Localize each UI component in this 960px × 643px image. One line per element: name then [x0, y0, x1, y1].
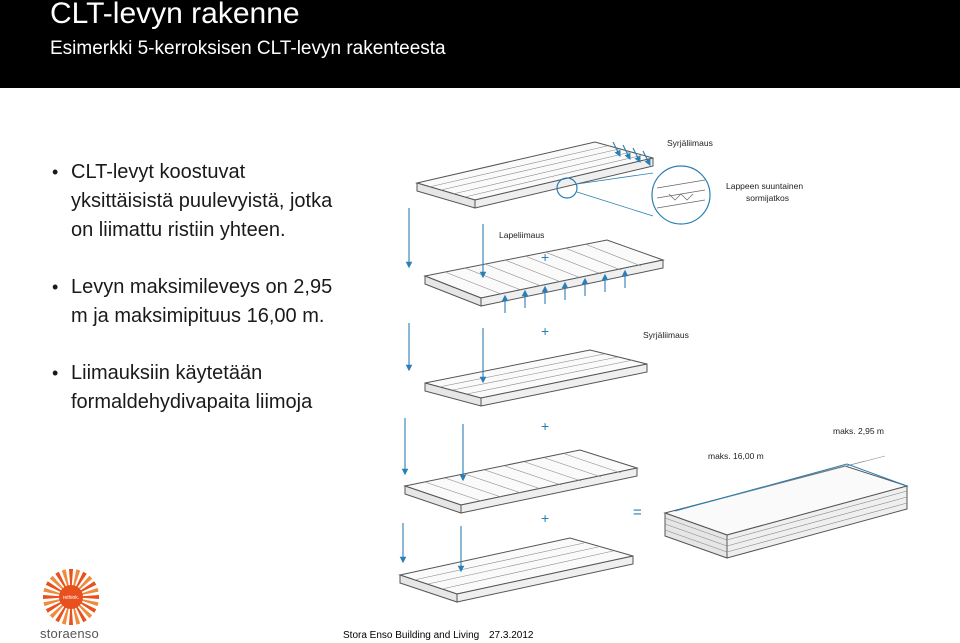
label-edge-glue-mid: Syrjäliimaus — [643, 330, 689, 340]
board-layer-4 — [403, 449, 639, 514]
bullet-text: Levyn maksimileveys on 2,95 m ja maksimi… — [71, 276, 333, 327]
arrow-group — [399, 141, 651, 573]
page-subtitle: Esimerkki 5-kerroksisen CLT-levyn rakent… — [50, 38, 446, 59]
zoom-circle-small — [556, 177, 578, 199]
bullet-icon: • — [52, 363, 59, 383]
logo-ray — [69, 569, 73, 597]
label-finger-joint-1: Lappeen suuntainen — [726, 181, 803, 191]
label-max-length: maks. 16,00 m — [708, 451, 764, 461]
logo-ray — [71, 595, 99, 599]
logo-ray — [43, 595, 71, 599]
board-layer-5 — [398, 537, 634, 603]
board-layer-1 — [415, 141, 654, 209]
board-layer-3 — [424, 349, 648, 407]
bullet-icon: • — [52, 162, 59, 182]
clt-layer-diagram: Syrjäliimaus Lappeen suuntainen sormijat… — [398, 138, 909, 603]
plus-sign: + — [541, 418, 549, 434]
page-title: CLT-levyn rakenne — [50, 0, 300, 30]
stora-enso-logo-icon: (function(){ var g = document.getElement… — [43, 569, 99, 625]
assembled-panel — [663, 455, 909, 559]
plus-sign: + — [541, 323, 549, 339]
logo-ray — [69, 597, 73, 625]
plus-sign: + — [541, 249, 549, 265]
bullet-icon: • — [52, 277, 59, 297]
zoom-circle-large — [651, 165, 711, 225]
logo-wordmark: storaenso — [40, 626, 99, 641]
label-finger-joint-2: sormijatkos — [746, 193, 789, 203]
bullet-list: • CLT-levyt koostuvat yksittäisistä puule… — [52, 158, 352, 445]
bullet-item: • Levyn maksimileveys on 2,95 m ja maksim… — [52, 273, 352, 331]
logo-badge-text: rethink. — [63, 595, 79, 601]
bullet-text: Liimauksiin käytetään formaldehydivapait… — [71, 362, 313, 413]
bullet-item: • Liimauksiin käytetään formaldehydivapai… — [52, 359, 352, 417]
label-edge-glue-top: Syrjäliimaus — [667, 138, 713, 148]
header-bar: CLT-levyn rakenne Esimerkki 5-kerroksise… — [0, 0, 960, 88]
bullet-item: • CLT-levyt koostuvat yksittäisistä puule… — [52, 158, 352, 245]
footer-date: 27.3.2012 — [489, 630, 534, 641]
label-max-width: maks. 2,95 m — [833, 426, 884, 436]
plus-sign: + — [541, 510, 549, 526]
bullet-text: CLT-levyt koostuvat yksittäisistä puulev… — [71, 161, 333, 241]
label-face-glue: Lapeliimaus — [499, 230, 544, 240]
equals-sign: = — [633, 504, 642, 521]
footer-company: Stora Enso Building and Living — [343, 630, 480, 641]
